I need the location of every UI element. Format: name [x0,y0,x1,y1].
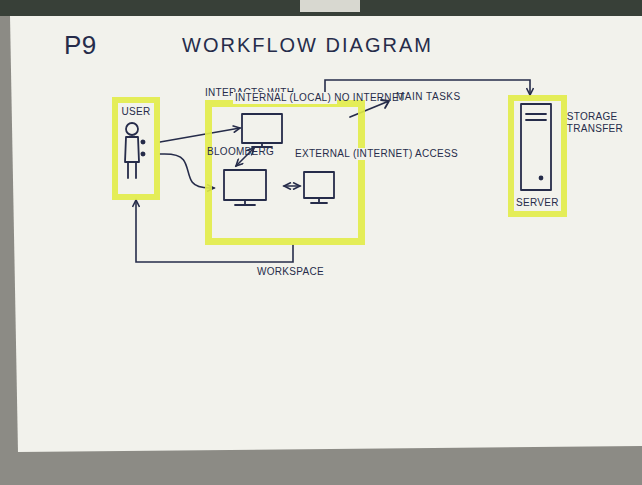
monitor-screen [224,170,266,200]
server-light [540,177,543,180]
paper-sheet [10,16,642,452]
workspace-group: INTERACTS WITHINTERNAL (LOCAL) NO INTERN… [205,100,365,245]
page-number: P9 [64,30,97,61]
figure-dot [141,140,144,143]
monitor-stand [311,198,327,203]
computer-node: BLOOMBERG [214,166,284,212]
stick-figure-head [126,123,138,135]
monitor-screen [242,114,282,143]
node-label: SERVER [516,197,559,209]
node-label: EXTERNAL (INTERNET) ACCESS [293,148,417,160]
stick-figure-legs [128,162,136,178]
annotation: MAIN TASKS [396,91,461,102]
node-label: USER [122,106,151,118]
stick-figure-body [125,137,139,162]
server-drive-slots [526,114,546,120]
server-tower [521,104,551,190]
user-box: USER [112,97,160,200]
monitor-screen [304,172,334,198]
connector-arrow [136,200,293,262]
computer-node: INTERNAL (LOCAL) NO INTERNET [240,112,290,148]
wall-strip [0,0,642,16]
node-label: INTERNAL (LOCAL) NO INTERNET [233,92,337,104]
connector-arrow [160,128,240,142]
connector-arrow [284,185,300,187]
diagram-title: WORKFLOW DIAGRAM [182,34,433,57]
edge-label: WORKSPACE [255,266,326,278]
figure-dot [141,152,144,155]
computer-node: EXTERNAL (INTERNET) ACCESS [300,168,312,212]
monitor-stand [235,200,255,205]
server-box: SERVERSTORAGE TRANSFER [508,95,567,217]
pinned-note [300,0,360,12]
node-note: STORAGE TRANSFER [567,111,629,135]
node-label: BLOOMBERG [207,146,274,158]
